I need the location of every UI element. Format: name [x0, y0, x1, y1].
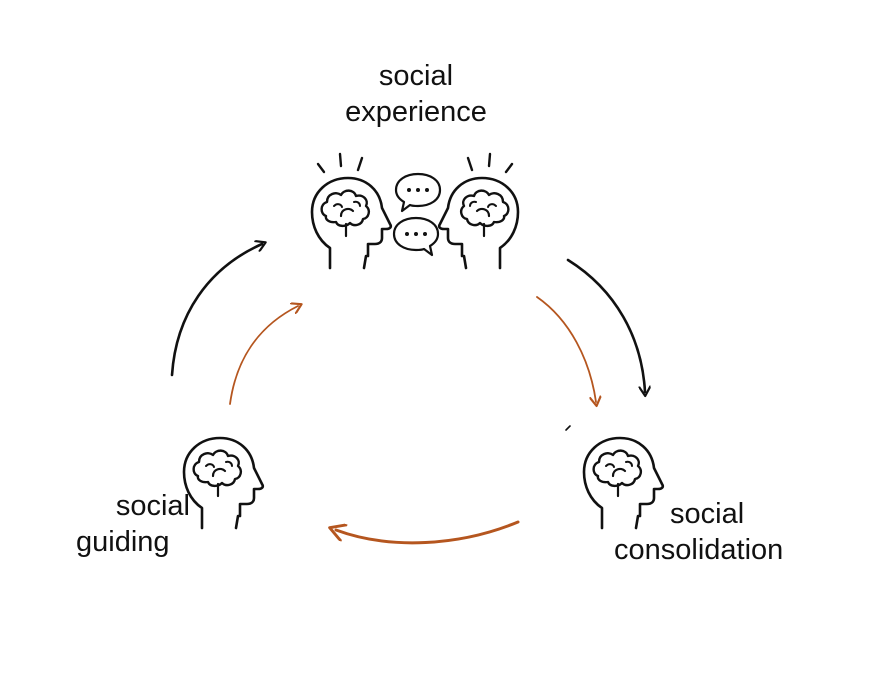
ray-lines-left: [316, 152, 364, 174]
head-brain-icon-guiding: [182, 436, 265, 530]
ray-lines-right: [466, 152, 514, 174]
label-line-1: social: [115, 490, 190, 522]
stray-tick-mark: [565, 425, 571, 431]
arrow-inner-guiding-to-experience: [229, 306, 298, 405]
label-social-experience: social experience: [300, 58, 532, 130]
label-line-1: social: [670, 498, 745, 530]
arrow-outer-guiding-to-experience: [170, 244, 262, 377]
head-brain-icon: [437, 176, 520, 270]
arrow-consolidation-to-guiding: [336, 520, 520, 545]
label-line-1: social: [378, 60, 454, 92]
label-line-2: consolidation: [614, 534, 784, 566]
label-line-2: experience: [345, 96, 487, 128]
head-brain-icon: [310, 176, 393, 270]
arrow-inner-experience-to-consolidation: [536, 296, 596, 402]
arrow-outer-experience-to-consolidation: [566, 258, 645, 392]
speech-bubble-icon: [392, 216, 440, 257]
label-social-consolidation: social consolidation: [614, 496, 824, 568]
label-line-2: guiding: [76, 526, 170, 558]
label-social-guiding: social guiding: [60, 488, 190, 560]
speech-bubble-icon: [394, 172, 442, 213]
experience-icon-group: [310, 152, 520, 270]
